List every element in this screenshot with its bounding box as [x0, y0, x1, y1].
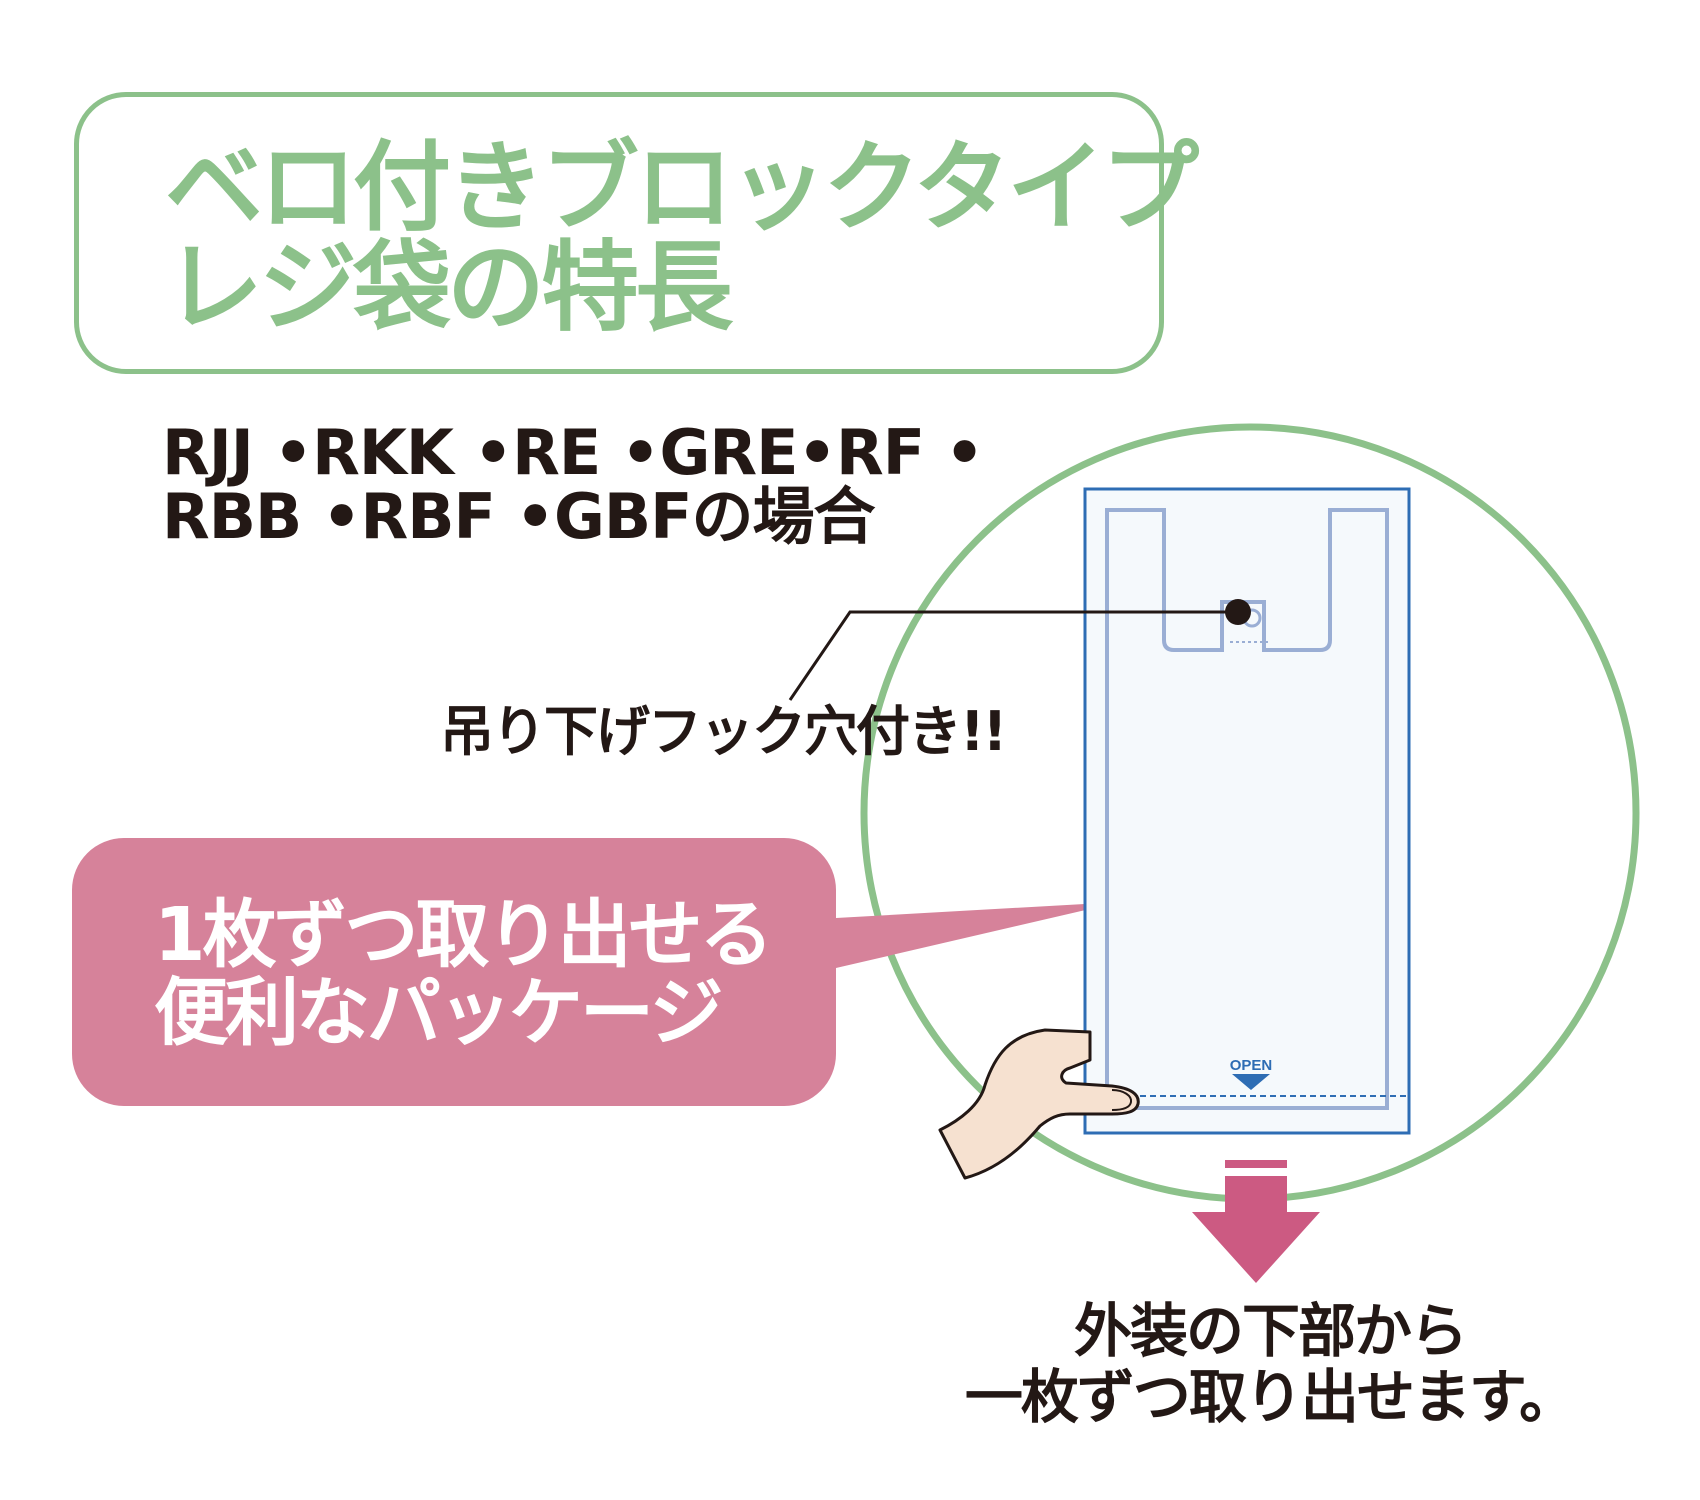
- down-arrow-stub-1: [1225, 1160, 1287, 1168]
- bag-outline: [1105, 508, 1389, 1110]
- thumbnail-detail: [1111, 1089, 1133, 1111]
- feature-callout-line-1: 1枚ずつ取り出せる: [154, 892, 773, 978]
- feature-callout-box: 1枚ずつ取り出せる 便利なパッケージ: [72, 838, 836, 1106]
- bottom-note-line-2: 一枚ずつ取り出せます。: [964, 1363, 1577, 1431]
- hook-leader-line: [788, 610, 1238, 701]
- hand-icon: [938, 1028, 1140, 1180]
- title-box: ベロ付きブロックタイプ レジ袋の特長: [74, 92, 1199, 374]
- title-line-1: ベロ付きブロックタイプ: [165, 131, 1199, 245]
- feature-callout-line-2: 便利なパッケージ: [154, 970, 724, 1056]
- model-list-line-1: RJJ •RKK •RE •GRE•RF •: [162, 416, 984, 489]
- open-label: OPEN: [1230, 1057, 1273, 1074]
- open-arrow-icon: [1232, 1074, 1270, 1090]
- title-line-2: レジ袋の特長: [165, 231, 733, 345]
- model-list-line-2: RBB •RBF •GBFの場合: [162, 480, 876, 553]
- callout-pointer: [836, 902, 1120, 968]
- bottom-note-line-1: 外装の下部から: [1073, 1297, 1468, 1365]
- hook-hole-callout: 吊り下げフック穴付き!!: [440, 700, 1007, 763]
- hook-leader-dot: [1225, 599, 1251, 625]
- down-arrow-icon: [1192, 1176, 1320, 1283]
